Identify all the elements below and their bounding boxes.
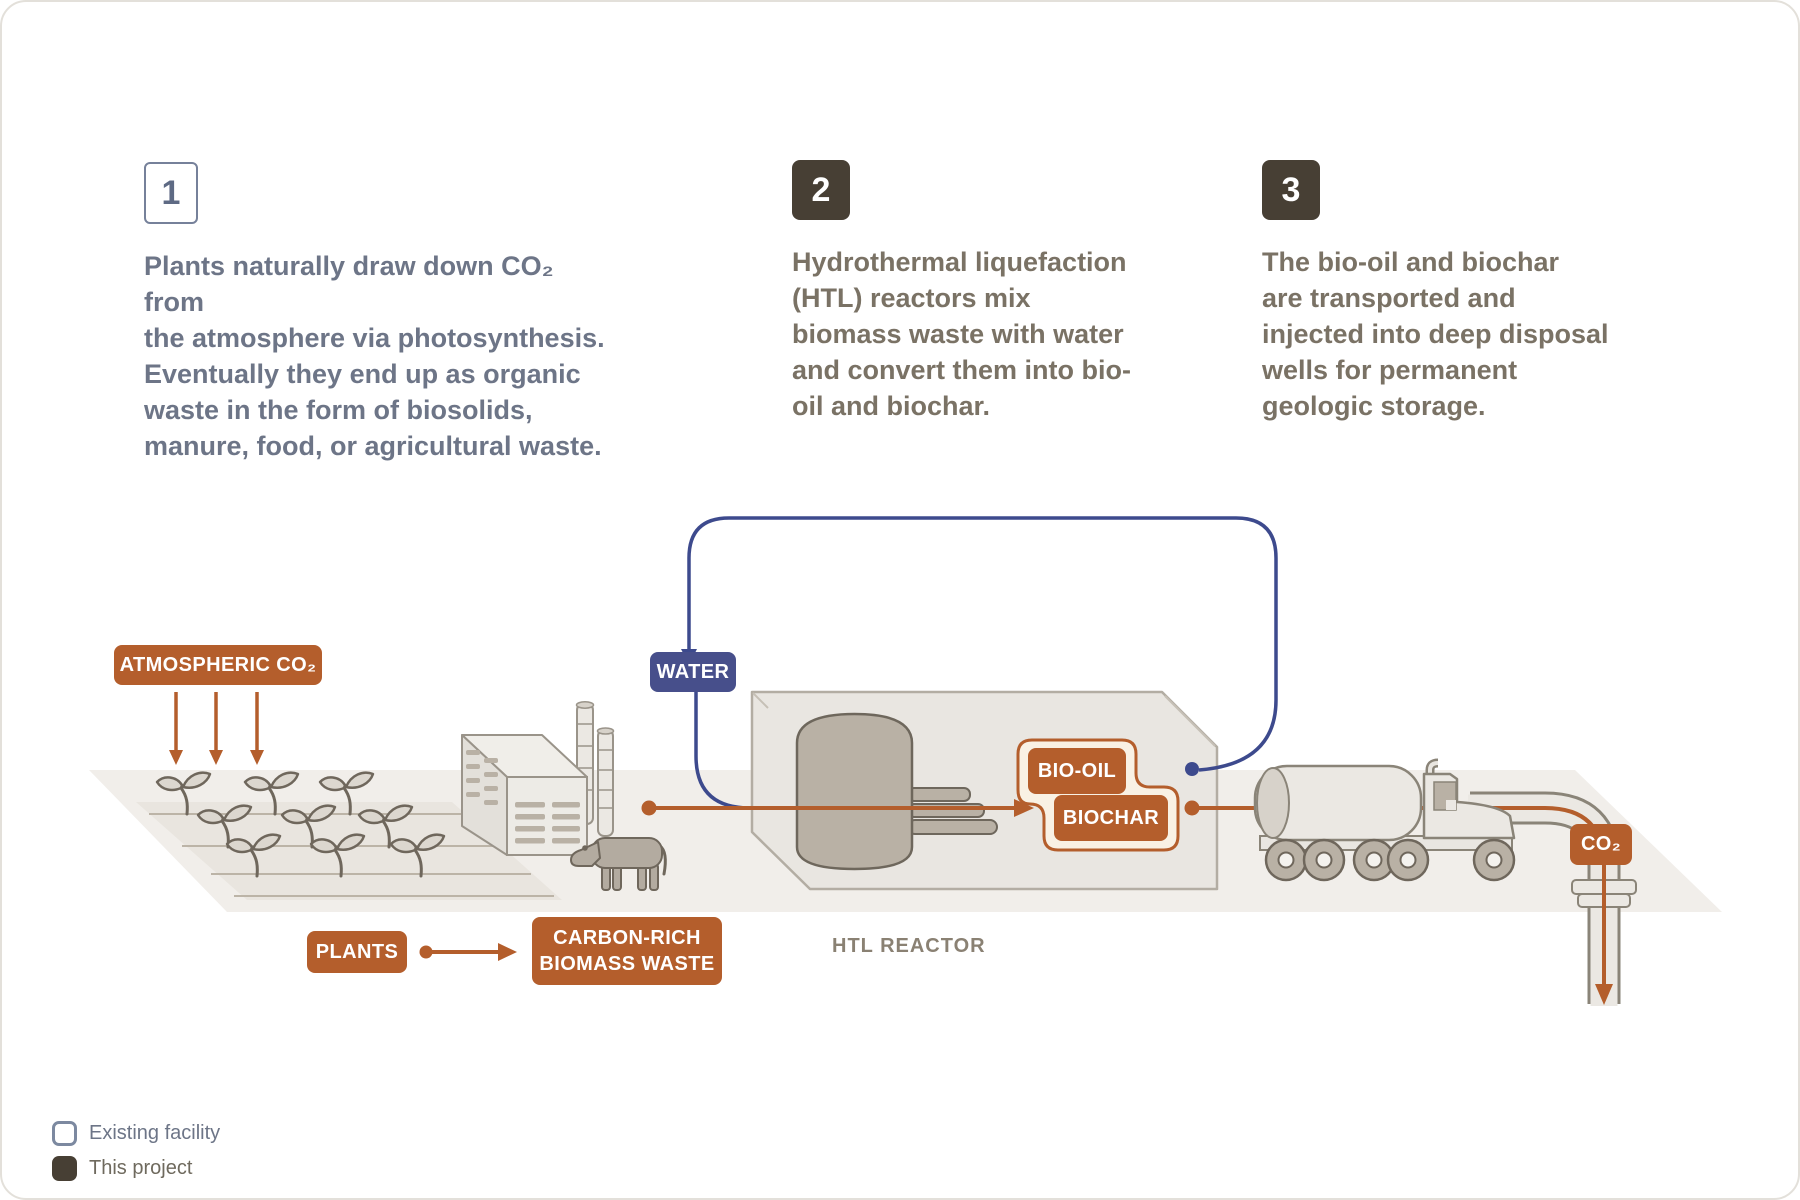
step-1-text: Plants naturally draw down CO₂ from the … [144,248,614,464]
step-3-line: are transported and [1262,283,1516,313]
this-project-label: This project [89,1156,193,1179]
plants-badge: PLANTS [307,931,407,973]
atmospheric-co2-badge: ATMOSPHERIC CO₂ [114,645,322,685]
step-1-line: Plants naturally draw down CO₂ from [144,251,554,317]
step-3-line: The bio-oil and biochar [1262,247,1559,277]
step-3: 3 The bio-oil and biochar are transporte… [1262,160,1612,424]
step-2-line: biomass waste with water [792,319,1124,349]
step-1-line: Eventually they end up as organic [144,359,581,389]
step-3-line: wells for permanent [1262,355,1518,385]
biomass-waste-line1: CARBON-RICH [553,927,701,949]
product-flow-node [1184,800,1200,816]
co2-badge: CO₂ [1570,824,1632,865]
step-2-line: Hydrothermal liquefaction [792,247,1127,277]
bio-oil-badge: BIO-OIL [1028,748,1126,794]
step-2-line: oil and biochar. [792,391,991,421]
biomass-waste-badge: CARBON-RICH BIOMASS WASTE [532,917,722,985]
step-1: 1 Plants naturally draw down CO₂ from th… [144,162,614,464]
step-2-line: (HTL) reactors mix [792,283,1031,313]
biomass-waste-line2: BIOMASS WASTE [539,953,715,975]
cow-icon [570,837,667,891]
step-3-line: geologic storage. [1262,391,1486,421]
step-1-line: waste in the form of biosolids, [144,395,533,425]
step-3-number: 3 [1262,160,1320,220]
this-project-swatch-icon [52,1155,77,1181]
step-2: 2 Hydrothermal liquefaction (HTL) reacto… [792,160,1142,424]
factory-icon [461,701,615,856]
step-3-line: injected into deep disposal [1262,319,1609,349]
reactor-tank-icon [795,712,914,871]
legend-this-project: This project [52,1154,192,1182]
step-1-number: 1 [144,162,198,224]
existing-facility-label: Existing facility [89,1121,221,1144]
step-2-number: 2 [792,160,850,220]
step-1-line: manure, food, or agricultural waste. [144,431,602,461]
step-2-line: and convert them into bio- [792,355,1132,385]
biochar-badge: BIOCHAR [1054,795,1168,841]
htl-reactor-caption: HTL REACTOR [832,935,986,957]
truck-wheels [1264,838,1516,882]
step-2-text: Hydrothermal liquefaction (HTL) reactors… [792,244,1142,424]
legend-existing-facility: Existing facility [52,1119,220,1147]
existing-facility-swatch-icon [52,1120,77,1146]
water-badge: WATER [650,652,736,692]
step-3-text: The bio-oil and biochar are transported … [1262,244,1612,424]
water-loop-node [1185,762,1199,776]
step-1-line: the atmosphere via photosynthesis. [144,323,605,353]
tanker-truck-icon [1253,758,1516,882]
